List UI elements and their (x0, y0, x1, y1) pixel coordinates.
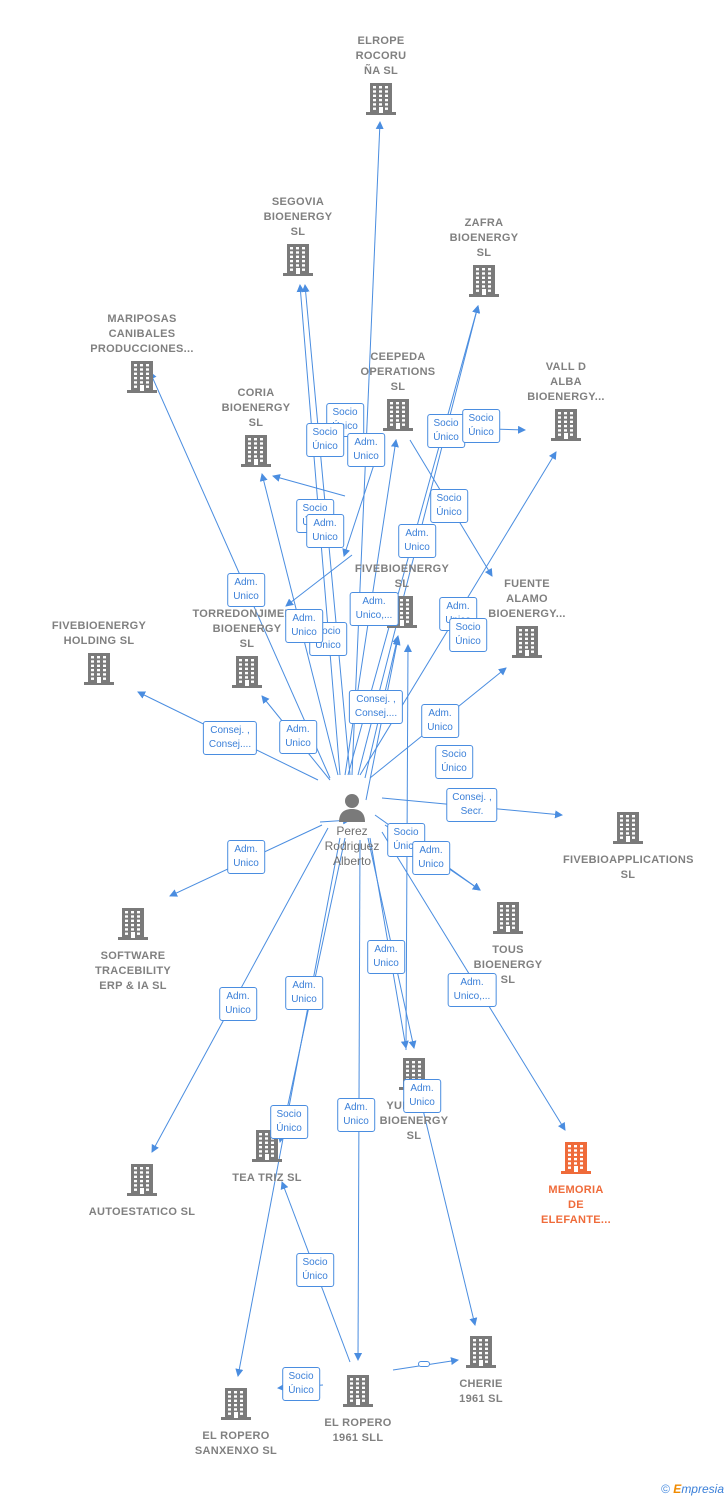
person-name: Perez Rodriguez Alberto (324, 824, 380, 868)
node-label: VALL D ALBA BIOENERGY... (527, 361, 605, 403)
node-zafra-bioenergy[interactable]: ZAFRA BIOENERGY SL (419, 216, 549, 306)
node-cherie-1961[interactable]: CHERIE 1961 SL (416, 1332, 546, 1407)
edge-label[interactable]: Adm. Unico (219, 987, 257, 1021)
edge-label[interactable] (418, 1361, 430, 1367)
building-icon (443, 900, 573, 941)
node-label: EL ROPERO 1961 SLL (324, 1417, 392, 1444)
edge-label[interactable]: Adm. Unico (412, 841, 450, 875)
node-label: FIVEBIOENERGY SL (354, 563, 450, 590)
edge-label[interactable]: Adm. Unico (285, 609, 323, 643)
node-label: SOFTWARE TRACEBILITY ERP & IA SL (94, 950, 172, 992)
brand-logo-letter: E (673, 1482, 682, 1496)
edge-label[interactable]: Adm. Unico (403, 1079, 441, 1113)
edge-label[interactable]: Socio Único (449, 618, 487, 652)
edge-label[interactable]: Adm. Unico (285, 976, 323, 1010)
edge-label[interactable]: Consej. , Consej.... (348, 690, 404, 724)
node-label: ZAFRA BIOENERGY SL (449, 217, 519, 259)
node-elrope-rocoruna[interactable]: ELROPE ROCORU ÑA SL (316, 34, 446, 124)
edge-label[interactable]: Adm. Unico (347, 433, 385, 467)
node-ceepeda-operations[interactable]: CEEPEDA OPERATIONS SL (333, 350, 463, 440)
copyright-credit: © Empresia (661, 1482, 724, 1496)
building-icon (77, 1162, 207, 1203)
building-icon (501, 407, 631, 448)
edge-label[interactable]: Adm. Unico,... (349, 592, 399, 626)
node-mariposas-canibales[interactable]: MARIPOSAS CANIBALES PRODUCCIONES... (77, 312, 207, 402)
node-torredonjimeno[interactable]: TORREDONJIMENO BIOENERGY SL (182, 607, 312, 697)
node-label: FIVEBIOENERGY HOLDING SL (51, 620, 147, 647)
node-label: AUTOESTATICO SL (88, 1206, 196, 1218)
node-fivebioapplications[interactable]: FIVEBIOAPPLICATIONS SL (563, 808, 693, 883)
node-memoria-de-elefante[interactable]: MEMORIA DE ELEFANTE... (511, 1138, 641, 1228)
node-label: TORREDONJIMENO BIOENERGY SL (192, 608, 302, 650)
node-autoestatico[interactable]: AUTOESTATICO SL (77, 1160, 207, 1220)
building-icon (462, 624, 592, 665)
node-label: MARIPOSAS CANIBALES PRODUCCIONES... (90, 313, 194, 355)
relationship-edge (272, 474, 346, 497)
edge-label[interactable]: Adm. Unico,... (447, 973, 497, 1007)
node-label: TEA TRIZ SL (232, 1172, 302, 1184)
building-icon (233, 242, 363, 283)
edge-label[interactable]: Socio Único (427, 414, 465, 448)
edge-label[interactable]: Socio Único (462, 409, 500, 443)
edge-label[interactable]: Socio Único (270, 1105, 308, 1139)
edge-label[interactable]: Adm. Unico (306, 514, 344, 548)
node-label: CORIA BIOENERGY SL (221, 387, 291, 429)
building-icon (563, 810, 693, 851)
building-icon (77, 359, 207, 400)
node-fuente-alamo[interactable]: FUENTE ALAMO BIOENERGY... (462, 577, 592, 667)
edge-label[interactable]: Socio Único (435, 745, 473, 779)
node-el-ropero-sanxenxo[interactable]: EL ROPERO SANXENXO SL (171, 1384, 301, 1459)
building-icon (182, 654, 312, 695)
building-icon (34, 651, 164, 692)
edge-label[interactable]: Adm. Unico (279, 720, 317, 754)
node-fivebioenergy-holding[interactable]: FIVEBIOENERGY HOLDING SL (34, 619, 164, 694)
node-label: FUENTE ALAMO BIOENERGY... (488, 578, 566, 620)
building-icon (316, 81, 446, 122)
edge-label[interactable]: Consej. , Secr. (446, 788, 498, 822)
edge-label[interactable]: Socio Único (306, 423, 344, 457)
relationship-edge (416, 1084, 478, 1326)
building-icon (68, 906, 198, 947)
edge-label[interactable]: Adm. Unico (421, 704, 459, 738)
building-icon (333, 397, 463, 438)
node-label: ELROPE ROCORU ÑA SL (355, 35, 407, 77)
building-icon (416, 1334, 546, 1375)
node-label: SEGOVIA BIOENERGY SL (263, 196, 333, 238)
building-icon (191, 433, 321, 474)
copyright-symbol: © (661, 1482, 670, 1496)
node-label: CHERIE 1961 SL (459, 1378, 503, 1405)
node-tea-triz[interactable]: TEA TRIZ SL (202, 1126, 332, 1186)
node-segovia-bioenergy[interactable]: SEGOVIA BIOENERGY SL (233, 195, 363, 285)
edge-label[interactable]: Socio Único (296, 1253, 334, 1287)
node-tous-bioenergy[interactable]: TOUS BIOENERGY SL (443, 898, 573, 988)
edge-label[interactable]: Adm. Unico (398, 524, 436, 558)
node-person-perez-rodriguez-alberto[interactable]: Perez Rodriguez Alberto (287, 790, 417, 869)
edge-label[interactable]: Socio Único (282, 1367, 320, 1401)
edge-label[interactable]: Adm. Unico (227, 573, 265, 607)
node-label: FIVEBIOAPPLICATIONS SL (563, 854, 694, 881)
node-label: MEMORIA DE ELEFANTE... (541, 1184, 611, 1226)
building-icon (511, 1140, 641, 1181)
building-icon (202, 1128, 332, 1169)
relationship-edge (285, 554, 353, 607)
building-icon (293, 1373, 423, 1414)
brand-logo-text: mpresia (681, 1482, 724, 1496)
edge-label[interactable]: Socio Único (430, 489, 468, 523)
node-vall-d-alba[interactable]: VALL D ALBA BIOENERGY... (501, 360, 631, 450)
edge-label[interactable]: Adm. Unico (227, 840, 265, 874)
edge-label[interactable]: Adm. Unico (367, 940, 405, 974)
edge-label[interactable]: Adm. Unico (337, 1098, 375, 1132)
node-software-tracebility[interactable]: SOFTWARE TRACEBILITY ERP & IA SL (68, 904, 198, 994)
node-label: CEEPEDA OPERATIONS SL (360, 351, 436, 393)
building-icon (171, 1386, 301, 1427)
node-label: TOUS BIOENERGY SL (473, 944, 543, 986)
person-icon (339, 794, 365, 822)
node-label: EL ROPERO SANXENXO SL (194, 1430, 278, 1457)
building-icon (419, 263, 549, 304)
node-el-ropero-1961[interactable]: EL ROPERO 1961 SLL (293, 1371, 423, 1446)
edge-label[interactable]: Consej. , Consej.... (202, 721, 258, 755)
node-coria-bioenergy[interactable]: CORIA BIOENERGY SL (191, 386, 321, 476)
